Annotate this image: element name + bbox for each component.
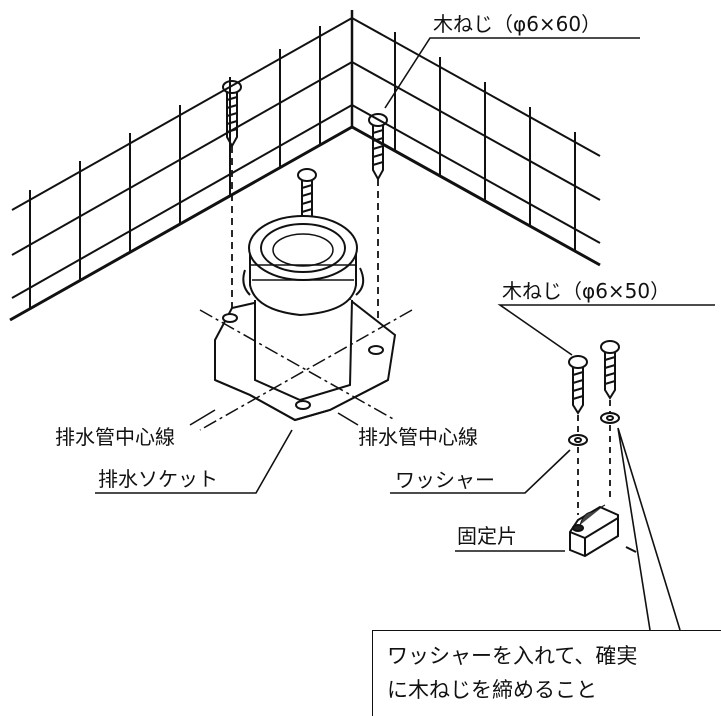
washer-icon <box>600 412 620 424</box>
socket-screws <box>222 80 388 405</box>
fixing-piece-label: 固定片 <box>457 524 517 548</box>
screw-50-label: 木ねじ（φ6×50） <box>502 279 671 303</box>
washer-icon <box>568 434 588 446</box>
screw-icon <box>568 355 588 415</box>
note-line-1: ワッシャーを入れて、確実 <box>387 644 638 668</box>
screw-icon <box>297 168 317 238</box>
fixing-screws <box>568 340 620 515</box>
note-line-2: に木ねじを締めること <box>387 678 597 702</box>
screw-icon <box>600 340 620 400</box>
drain-socket-part <box>214 215 397 422</box>
screw-icon <box>222 80 242 149</box>
screw-60-label: 木ねじ（φ6×60） <box>433 12 602 36</box>
instruction-note: ワッシャーを入れて、確実 に木ねじを締めること <box>372 630 721 716</box>
drain-socket-label: 排水ソケット <box>98 467 218 491</box>
centerline-left-label: 排水管中心線 <box>55 425 175 449</box>
washer-label: ワッシャー <box>395 468 495 492</box>
centerline-right-label: 排水管中心線 <box>358 425 478 449</box>
tiled-wall-corner <box>9 10 601 322</box>
leader-lines <box>95 37 715 631</box>
fixing-piece-part <box>569 504 637 558</box>
drain-centerlines <box>199 309 413 431</box>
